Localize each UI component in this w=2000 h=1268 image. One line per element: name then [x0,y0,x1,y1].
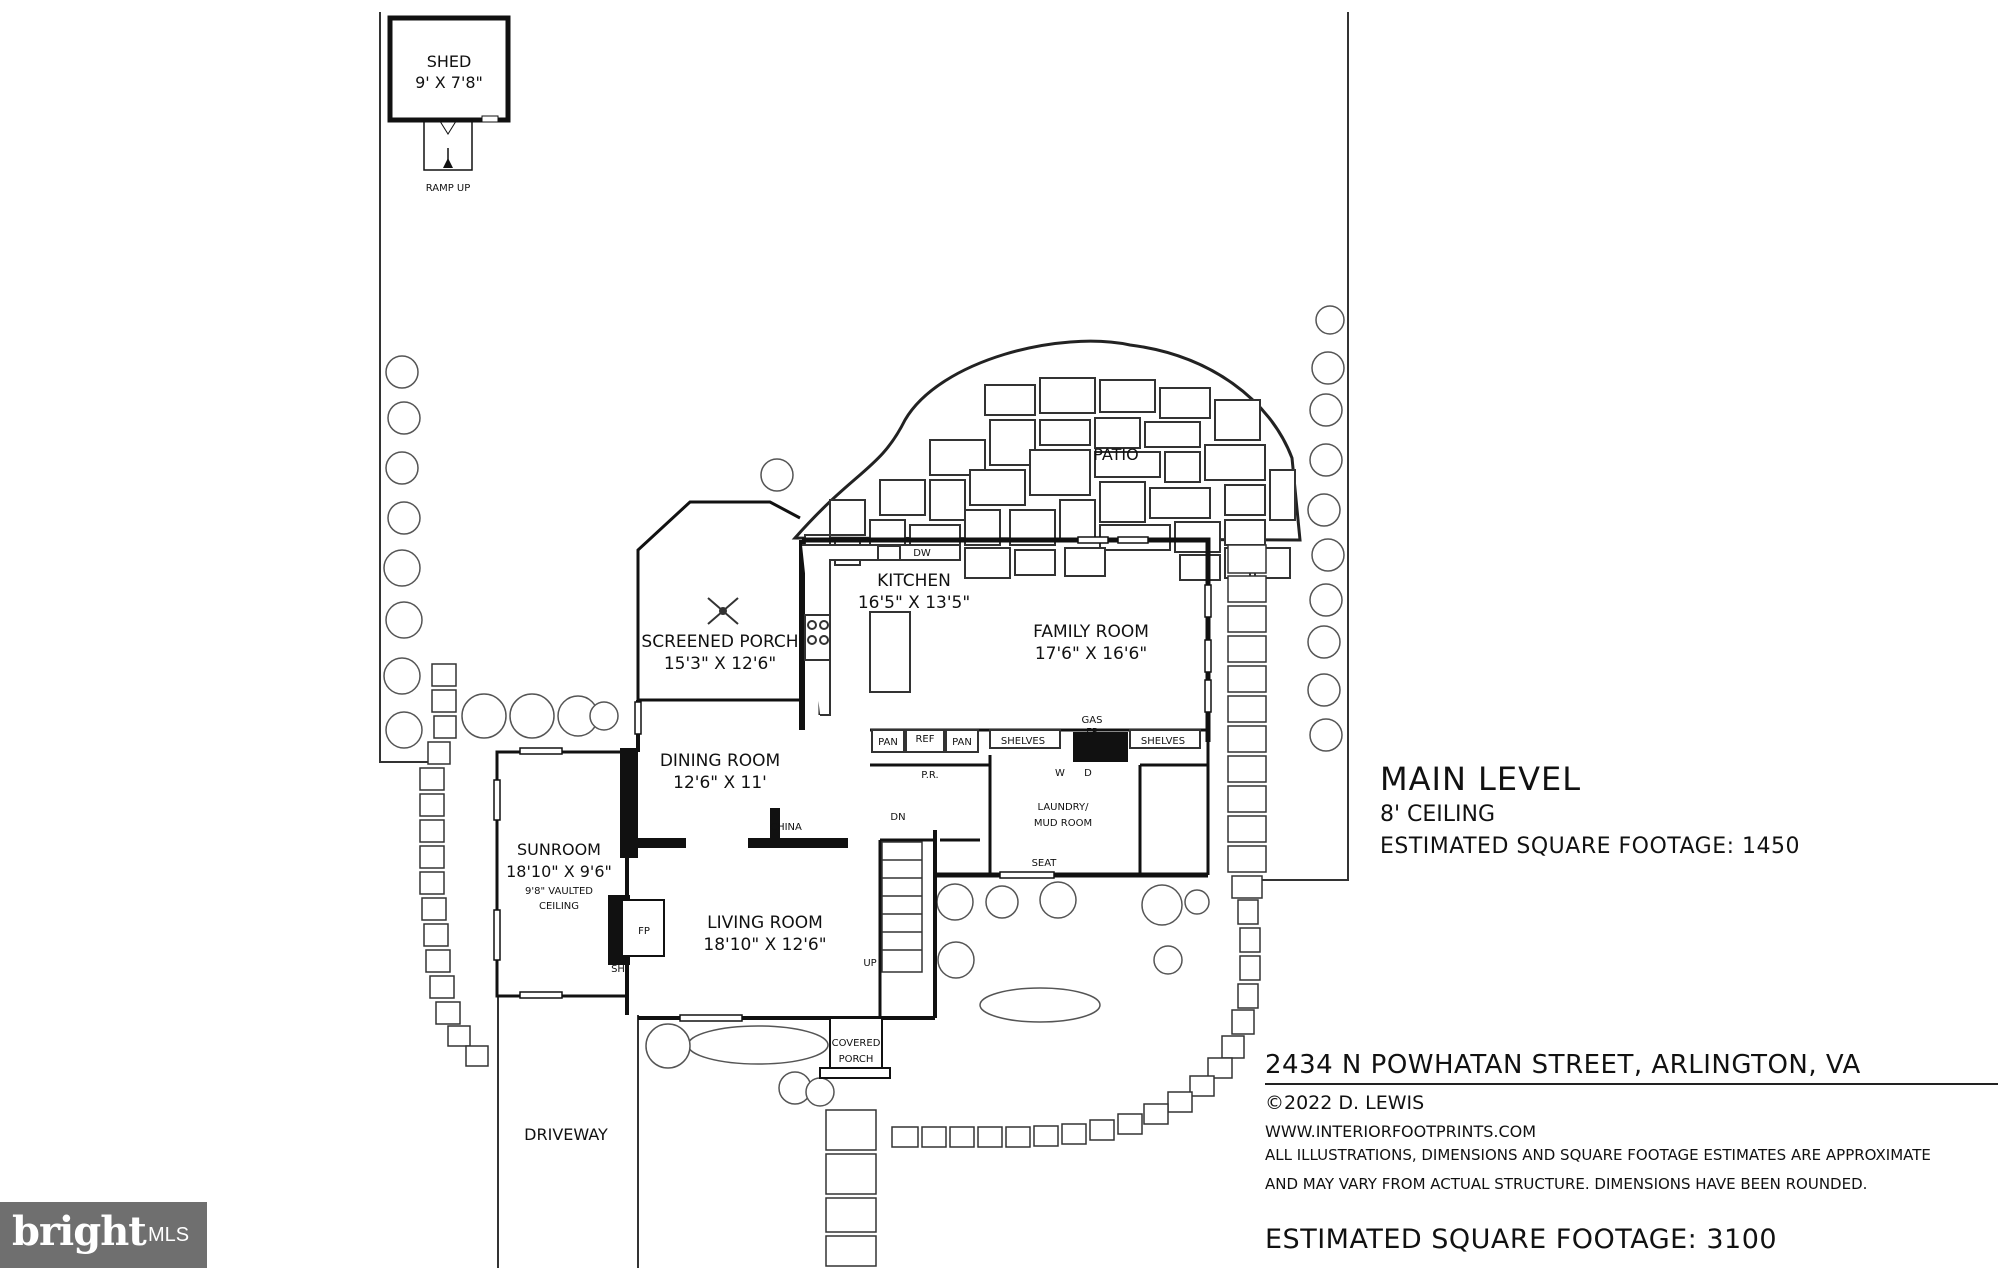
shed-name: SHED [427,52,472,71]
stairs-up-label: UP [863,958,876,969]
living-fireplace [621,899,665,957]
sh-label: SH [611,964,625,975]
website-link[interactable]: WWW.INTERIORFOOTPRINTS.COM [1265,1122,1537,1141]
covered-porch [819,1017,891,1079]
address-divider [1265,1083,1998,1085]
screened-porch-dims: 15'3" X 12'6" [664,654,776,674]
kitchen-name: KITCHEN [877,571,951,591]
sunroom-name: SUNROOM [517,840,601,859]
sunroom-note2: CEILING [539,901,579,912]
laundry-line2: MUD ROOM [1034,818,1092,829]
dryer-label: D [1084,768,1092,779]
sunroom-dims: 18'10" X 9'6" [506,862,612,881]
covered-porch-line2: PORCH [839,1054,874,1065]
front-walkway [825,899,1261,1267]
stairs [881,841,923,973]
gas-label: GAS [1082,715,1103,726]
family-room-name: FAMILY ROOM [1033,622,1149,642]
washer-label: W [1055,768,1065,779]
laundry-line1: LAUNDRY/ [1038,802,1090,813]
dishwasher-label: DW [913,548,931,559]
copyright: ©2022 D. LEWIS [1265,1092,1425,1114]
living-fp-label: FP [638,926,650,937]
gas-fp-label: FP [1086,727,1098,738]
shed-dims: 9' X 7'8" [415,73,483,92]
shed [387,15,511,171]
windows [493,536,1212,1022]
shrubs [383,305,1345,1107]
shelves-label-right: SHELVES [1141,736,1185,747]
mls-text: MLS [148,1224,190,1246]
property-lines [379,12,1349,1268]
screened-porch-name: SCREENED PORCH [641,632,798,652]
powder-room-label: P.R. [921,770,938,781]
level-title: MAIN LEVEL [1380,760,1582,798]
family-room-dims: 17'6" X 16'6" [1035,644,1147,664]
dining-room-dims: 12'6" X 11' [673,773,767,793]
kitchen-dims: 16'5" X 13'5" [858,593,970,613]
patio-label: PATIO [1093,445,1138,464]
disclaimer-line-2: AND MAY VARY FROM ACTUAL STRUCTURE. DIME… [1265,1175,1868,1193]
sunroom-note1: 9'8" VAULTED [525,886,593,897]
pan-label-right: PAN [952,737,972,748]
kitchen-counters [802,544,1201,753]
disclaimer-line-1: ALL ILLUSTRATIONS, DIMENSIONS AND SQUARE… [1265,1146,1931,1164]
bright-mls-watermark: bright MLS [0,1202,207,1268]
property-address: 2434 N POWHATAN STREET, ARLINGTON, VA [1265,1050,1861,1080]
ceiling-fan-icon [707,597,739,625]
ceiling-height: 8' CEILING [1380,802,1496,827]
total-square-footage: ESTIMATED SQUARE FOOTAGE: 3100 [1265,1224,1778,1255]
china-label: CHINA [770,822,802,833]
living-room-dims: 18'10" X 12'6" [703,935,826,955]
left-walkway [419,663,489,1067]
seat-label: SEAT [1032,858,1058,869]
covered-porch-line1: COVERED [832,1038,881,1049]
right-walkway [1227,544,1267,899]
bright-logo: bright [12,1208,147,1255]
driveway-label: DRIVEWAY [524,1125,608,1144]
level-square-footage: ESTIMATED SQUARE FOOTAGE: 1450 [1380,834,1801,859]
living-room-name: LIVING ROOM [707,913,823,933]
stairs-down-label: DN [890,812,905,823]
ramp-label: RAMP UP [426,183,471,194]
ref-label: REF [915,734,934,745]
shelves-label-left: SHELVES [1001,736,1045,747]
dining-room-name: DINING ROOM [660,751,780,771]
pan-label-left: PAN [878,737,898,748]
